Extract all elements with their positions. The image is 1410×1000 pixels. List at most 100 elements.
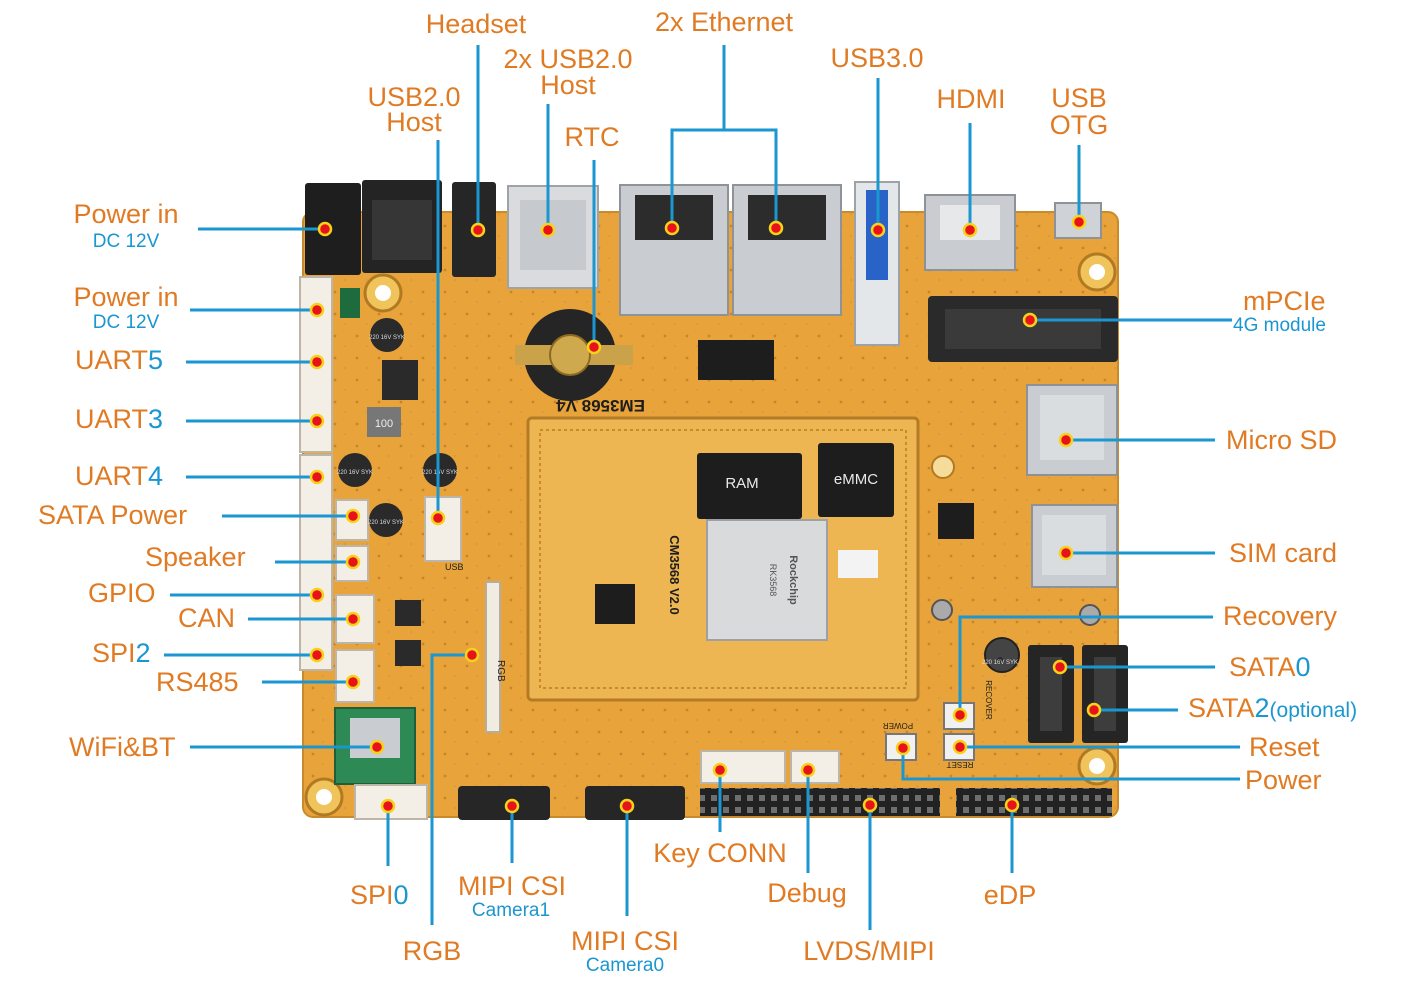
silk-board-name: EM3568 V4: [556, 396, 645, 415]
label-wifi-bt: WiFi&BT: [69, 732, 176, 762]
marker-usb2-2x: [540, 222, 556, 238]
marker-headset: [470, 222, 486, 238]
label-power-in-1-sub: DC 12V: [92, 231, 160, 252]
label-uart3-text: UART: [75, 404, 149, 434]
recover-silk: RECOVER: [984, 680, 993, 720]
label-2x-ethernet: 2x Ethernet: [654, 7, 794, 37]
label-spi0: SPI0: [350, 882, 409, 909]
label-usb2-host-line2: Host: [386, 107, 442, 137]
marker-gpio: [309, 587, 325, 603]
label-power-in-2-sub: DC 12V: [92, 312, 160, 333]
marker-power-in-1: [317, 221, 333, 237]
label-rgb: RGB: [402, 936, 462, 966]
reset-silk: RESET: [947, 760, 974, 769]
marker-mipi0: [619, 798, 635, 814]
label-uart5-text: UART: [75, 345, 149, 375]
label-hdmi: HDMI: [936, 84, 1006, 114]
marker-rtc: [586, 339, 602, 355]
rgb-silk: RGB: [495, 660, 506, 682]
power-silk: POWER: [883, 721, 913, 730]
label-uart4-text: UART: [75, 461, 149, 491]
label-edp: eDP: [983, 880, 1037, 910]
label-can: CAN: [178, 603, 236, 633]
soc-brand-text: Rockchip: [787, 555, 799, 605]
label-usb2-host-2x-line2: Host: [540, 70, 596, 100]
marker-spi2: [309, 647, 325, 663]
marker-rs485: [345, 674, 361, 690]
marker-sata-power: [345, 508, 361, 524]
marker-usb2-host: [430, 510, 446, 526]
marker-eth-1: [664, 220, 680, 236]
label-mpcie: mPCIe: [1243, 286, 1326, 316]
marker-recovery: [952, 707, 968, 723]
label-usb2-host-line1: USB2.0: [367, 82, 461, 112]
label-uart5-num: 5: [148, 345, 164, 375]
label-uart4-num: 4: [148, 461, 164, 491]
label-sata0: SATA0: [1229, 654, 1311, 681]
label-spi2-text: SPI: [92, 638, 136, 668]
label-gpio: GPIO: [88, 578, 156, 608]
chip-ram-text: RAM: [725, 475, 758, 492]
label-sata2: SATA2(optional): [1188, 695, 1357, 722]
label-mipi-csi-0: MIPI CSI: [570, 926, 680, 956]
core-module-chips: [595, 340, 974, 641]
label-usb-otg-line1: USB: [1051, 83, 1107, 113]
leader-recovery: [958, 615, 1213, 715]
cap-text-4: 220 16V SYK: [368, 520, 404, 526]
silk-module-name: CM3568 V2.0: [667, 535, 682, 615]
cap-text-2: 220 16V SYK: [337, 470, 373, 476]
label-key-conn: Key CONN: [653, 838, 787, 868]
label-uart3-num: 3: [148, 404, 164, 434]
marker-sata2: [1086, 702, 1102, 718]
inductor-text: 100: [375, 418, 393, 430]
marker-can: [345, 611, 361, 627]
label-usb-otg-line2: OTG: [1049, 110, 1109, 140]
leader-lines: [164, 45, 1240, 930]
usb-silk: USB: [445, 562, 464, 572]
label-sata-power: SATA Power: [38, 500, 188, 530]
label-uart3: UART3: [75, 406, 163, 433]
marker-uart5: [309, 354, 325, 370]
silkscreen: EM3568 V4 CM3568 V2.0 RAM eMMC Rockchip …: [337, 335, 1018, 769]
label-sim-card: SIM card: [1229, 538, 1338, 568]
marker-eth-2: [768, 220, 784, 236]
marker-uart3: [309, 413, 325, 429]
label-mipi-csi-0-sub: Camera0: [585, 955, 665, 976]
marker-rgb: [464, 647, 480, 663]
marker-usb3: [870, 222, 886, 238]
marker-lvds: [862, 797, 878, 813]
label-spi2: SPI2: [92, 640, 151, 667]
left-connectors: [299, 276, 1003, 820]
marker-usb-otg: [1071, 214, 1087, 230]
label-power-in-1: Power in: [73, 199, 179, 229]
label-micro-sd: Micro SD: [1226, 425, 1338, 455]
marker-mipi1: [504, 798, 520, 814]
label-recovery: Recovery: [1223, 601, 1338, 631]
label-headset: Headset: [425, 9, 527, 39]
soc-model-text: RK3568: [768, 564, 778, 597]
label-sata2-num: 2: [1254, 693, 1270, 723]
top-connectors: [305, 180, 1102, 401]
marker-edp: [1004, 797, 1020, 813]
marker-uart4: [309, 469, 325, 485]
marker-spi0: [380, 798, 396, 814]
label-debug: Debug: [767, 878, 847, 908]
label-lvds-mipi: LVDS/MIPI: [803, 936, 935, 966]
cap-text-5: 220 16V SYK: [982, 660, 1018, 666]
marker-keyconn: [712, 762, 728, 778]
chip-emmc-text: eMMC: [834, 471, 878, 488]
label-reset: Reset: [1249, 732, 1320, 762]
label-mipi-csi-1-sub: Camera1: [471, 900, 551, 921]
label-uart4: UART4: [75, 463, 163, 490]
marker-simcard: [1058, 545, 1074, 561]
marker-reset: [952, 739, 968, 755]
label-rtc: RTC: [564, 122, 620, 152]
marker-mpcie: [1022, 312, 1038, 328]
cap-text-3: 220 16V SYK: [422, 470, 458, 476]
label-mipi-csi-1: MIPI CSI: [457, 871, 567, 901]
marker-power: [895, 740, 911, 756]
marker-hdmi: [962, 222, 978, 238]
label-usb2-host-2x-line1: 2x USB2.0: [503, 44, 633, 74]
